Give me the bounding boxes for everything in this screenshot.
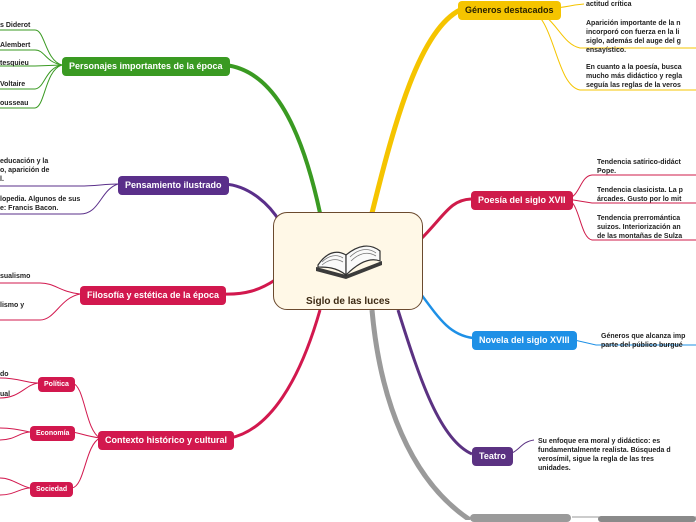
leaf-novela[interactable]: Géneros que alcanza imp parte del públic… [601, 333, 686, 349]
leaf-personaje[interactable]: ousseau [0, 100, 29, 107]
open-book-icon [316, 245, 382, 279]
branch-poesia [418, 197, 472, 242]
leaf-poesia-1[interactable]: Tendencia satírico-didáct Pope. [597, 159, 681, 175]
node-personajes-importantes[interactable]: Personajes importantes de la época [62, 57, 230, 76]
leaf-personaje[interactable]: Voltaire [0, 81, 26, 88]
node-filosofia-estetica[interactable]: Filosofía y estética de la época [80, 286, 227, 305]
central-topic[interactable]: Siglo de las luces [273, 212, 423, 310]
leaf-poesia-3[interactable]: Tendencia prerromántica suizos. Interior… [597, 215, 683, 240]
node-gray-partial[interactable] [470, 514, 571, 522]
branch-pensamiento [224, 182, 282, 223]
branch-contexto [229, 309, 322, 440]
node-contexto-historico[interactable]: Contexto histórico y cultural [98, 431, 235, 450]
branch-generos [369, 7, 463, 216]
leaf-generos-1[interactable]: actitud crítica [586, 1, 632, 8]
leaf-personaje[interactable]: s Diderot [0, 22, 31, 29]
node-sociedad[interactable]: Sociedad [30, 482, 74, 497]
node-pensamiento-ilustrado[interactable]: Pensamiento ilustrado [118, 176, 229, 195]
leaf-politica[interactable]: ual [0, 391, 11, 398]
leaf-generos-2[interactable]: Aparición importante de la n incorporó c… [586, 20, 681, 54]
node-generos-destacados[interactable]: Géneros destacados [458, 1, 561, 20]
leaf-filosofia[interactable]: sualismo [0, 273, 31, 280]
leaf-pensamiento-1[interactable]: educación y la o, aparición de l. [0, 158, 50, 183]
leaf-poesia-2[interactable]: Tendencia clasicista. La p árcades. Gust… [597, 187, 683, 203]
leaf-teatro[interactable]: Su enfoque era moral y didáctico: es fun… [538, 438, 671, 472]
branch-personajes [224, 63, 322, 214]
leaf-pensamiento-2[interactable]: lopedia. Algunos de sus e: Francis Bacon… [0, 196, 81, 212]
node-poesia-siglo-xvii[interactable]: Poesía del siglo XVII [471, 191, 573, 210]
branch-teatro [396, 309, 473, 456]
central-topic-title: Siglo de las luces [306, 296, 390, 307]
leaf-politica[interactable]: do [0, 371, 9, 378]
branch-novela [416, 289, 474, 340]
leaf-personaje[interactable]: tesquieu [0, 60, 29, 67]
leaf-filosofia[interactable]: lismo y [0, 302, 25, 309]
leaf-personaje[interactable]: Alembert [0, 42, 31, 49]
node-teatro[interactable]: Teatro [472, 447, 513, 466]
node-economia[interactable]: Economía [30, 426, 76, 441]
leaf-generos-3[interactable]: En cuanto a la poesía, busca mucho más d… [586, 64, 683, 89]
node-novela-siglo-xviii[interactable]: Novela del siglo XVIII [472, 331, 577, 350]
node-politica[interactable]: Política [38, 377, 75, 392]
branch-filosofia [221, 278, 276, 296]
branch-gray [369, 309, 472, 520]
node-gray-leaf-partial[interactable] [598, 516, 696, 522]
